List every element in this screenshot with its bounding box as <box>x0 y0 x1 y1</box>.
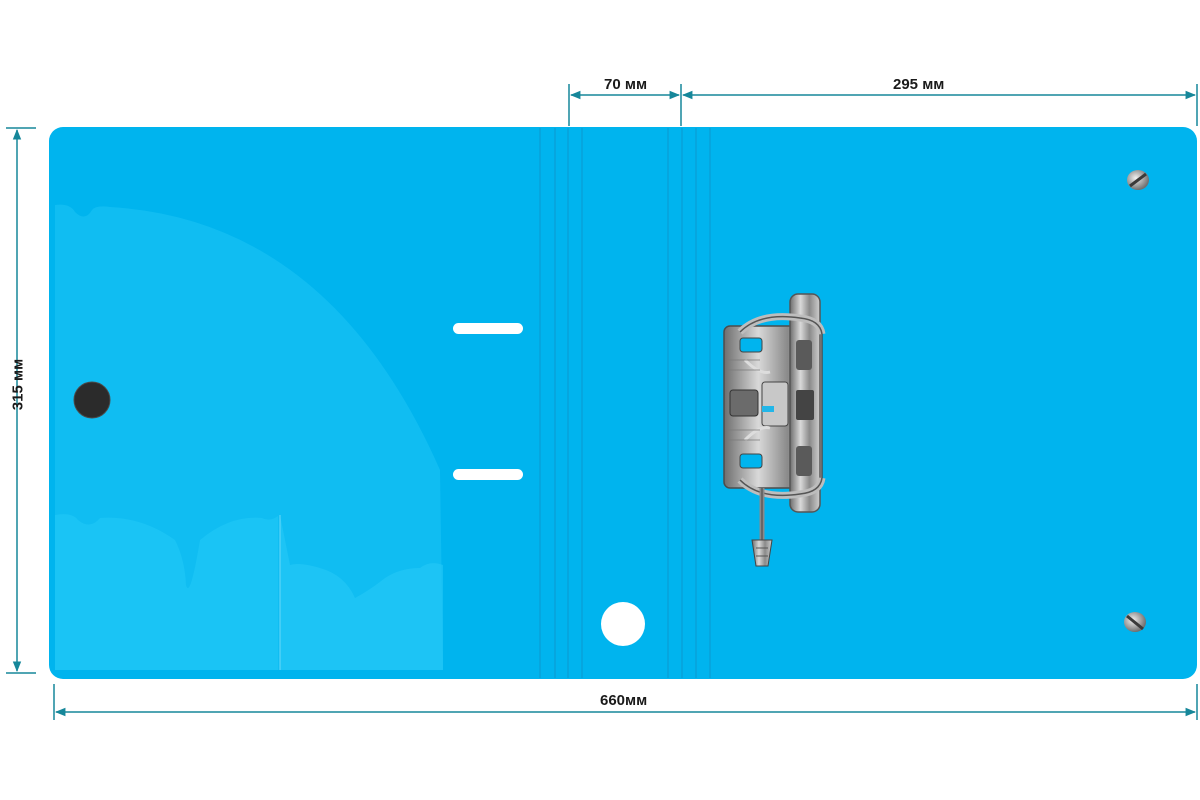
spine-fold-lines <box>539 128 711 678</box>
total-width-label: 660мм <box>600 692 648 709</box>
height-label: 315 мм <box>9 358 27 411</box>
spine-width-label: 70 мм <box>604 76 648 93</box>
dimension-lines <box>6 84 1198 720</box>
cover-decoration-pocket <box>280 515 443 670</box>
rivet-icon <box>1124 612 1146 632</box>
rivet-icon <box>1127 170 1149 190</box>
finger-hole-icon <box>601 602 645 646</box>
lever-arch-mechanism-icon <box>723 293 826 567</box>
closure-button-icon <box>74 382 110 418</box>
label-slot-bottom <box>453 469 523 480</box>
cover-width-label: 295 мм <box>893 76 945 93</box>
label-slot-top <box>453 323 523 334</box>
cover-decoration-lower <box>55 514 278 670</box>
